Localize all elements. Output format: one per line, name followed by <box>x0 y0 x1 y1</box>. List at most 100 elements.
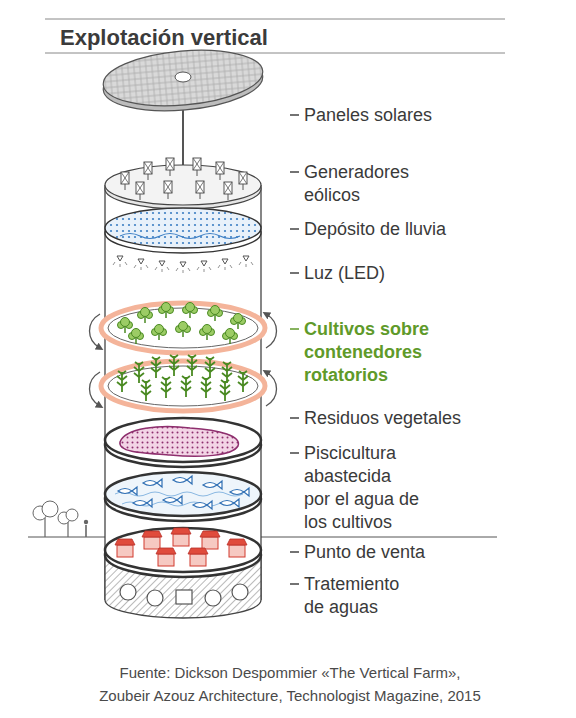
crop-bush <box>176 322 191 338</box>
wind-turbine <box>193 158 201 176</box>
crop-stalk <box>141 380 151 401</box>
part-label: Depósito de lluvia <box>304 218 544 241</box>
market-stall <box>200 531 220 549</box>
wind-turbine <box>166 158 174 176</box>
market-stall <box>188 548 208 566</box>
rotating-container <box>108 366 258 406</box>
rotating-container-ring <box>101 361 265 411</box>
led-lamp <box>134 259 148 270</box>
market-stall <box>227 539 247 557</box>
part-label: Piscicultura abastecida por el agua de l… <box>304 442 421 534</box>
crop-stalk <box>205 357 215 378</box>
crop-bush <box>183 303 198 319</box>
part-label: Cultivos sobre contenedores rotatorios <box>304 318 439 387</box>
part-label: Residuos vegetales <box>304 407 544 430</box>
header-rule <box>45 53 505 54</box>
fish-tank <box>105 472 261 516</box>
label-dash <box>290 417 299 419</box>
rain-waves <box>120 234 240 239</box>
crop-stalk <box>151 357 161 378</box>
part-label: Punto de venta <box>304 541 544 564</box>
led-lamp <box>218 259 232 270</box>
part-label: Tratemiento de aguas <box>304 573 414 619</box>
solar-panel <box>101 44 265 112</box>
crop-bush <box>231 314 246 330</box>
treatment-tank <box>176 590 192 604</box>
crop-bush <box>208 306 223 322</box>
crop-bush <box>200 325 215 341</box>
label-dash <box>290 328 299 330</box>
label-dash <box>290 171 299 173</box>
person-head <box>84 520 88 524</box>
waste-disc <box>105 418 261 462</box>
part-label: Generadores eólicos <box>304 161 419 207</box>
label-slot: Tratemiento de aguas <box>304 573 414 619</box>
label-slot: Paneles solares <box>304 104 544 127</box>
tree-crown <box>42 501 58 517</box>
fish <box>203 481 222 489</box>
crop-bush <box>118 318 133 334</box>
crop-bush <box>159 303 174 319</box>
led-lamp <box>239 256 253 267</box>
treatment-tank <box>205 590 221 606</box>
wind-turbine <box>224 182 232 200</box>
part-label: Luz (LED) <box>304 262 544 285</box>
fish <box>133 499 152 507</box>
label-slot: Residuos vegetales <box>304 407 544 430</box>
treatment-tanks <box>120 584 248 606</box>
wind-turbine <box>164 181 172 199</box>
crop-bush <box>129 329 144 345</box>
caption-slot: Fuente: Dickson Despommier «The Vertical… <box>95 661 486 707</box>
fish <box>230 488 249 496</box>
crop-bush <box>223 329 238 345</box>
title-slot: Explotación vertical <box>60 25 268 51</box>
person-body <box>85 525 87 537</box>
label-slot: Generadores eólicos <box>304 161 419 207</box>
treatment-tank <box>120 584 136 600</box>
solar-hub <box>175 72 191 82</box>
label-slot: Cultivos sobre contenedores rotatorios <box>304 318 439 387</box>
market-stall <box>156 548 176 566</box>
generator-disc <box>105 165 261 205</box>
water-waves <box>115 492 243 506</box>
crop-bush <box>152 325 167 341</box>
crop-stalk <box>222 362 232 383</box>
rotating-container-ring <box>101 303 265 353</box>
label-dash <box>290 228 299 230</box>
rain-tank <box>105 208 261 248</box>
wind-turbine <box>121 172 129 190</box>
diagram-title: Explotación vertical <box>60 25 268 51</box>
market-stall <box>171 528 191 546</box>
label-slot: Luz (LED) <box>304 262 544 285</box>
label-dash <box>290 551 299 553</box>
market-stall <box>115 539 135 557</box>
crop-stalk <box>238 371 248 392</box>
crop-stalk <box>161 377 171 398</box>
rotating-container <box>108 308 258 348</box>
label-dash <box>290 114 299 116</box>
wind-turbine <box>239 172 247 190</box>
sales-floor <box>105 528 261 572</box>
crop-stalk <box>117 371 127 392</box>
wind-turbine <box>196 181 204 199</box>
led-lamp <box>155 261 169 272</box>
label-slot: Piscicultura abastecida por el agua de l… <box>304 442 421 534</box>
fish <box>163 496 182 504</box>
tree-group <box>33 501 88 537</box>
fish <box>173 476 192 484</box>
ground-line <box>28 537 497 538</box>
rotation-arrow <box>90 314 101 348</box>
crop-stalk <box>220 380 230 401</box>
source-caption: Fuente: Dickson Despommier «The Vertical… <box>95 661 486 707</box>
label-slot: Depósito de lluvia <box>304 218 544 241</box>
rotation-arrow <box>266 314 277 348</box>
fish <box>220 499 239 507</box>
treatment-tank <box>147 590 163 606</box>
crop-bush <box>138 308 153 324</box>
fish <box>193 501 212 509</box>
label-slot: Punto de venta <box>304 541 544 564</box>
